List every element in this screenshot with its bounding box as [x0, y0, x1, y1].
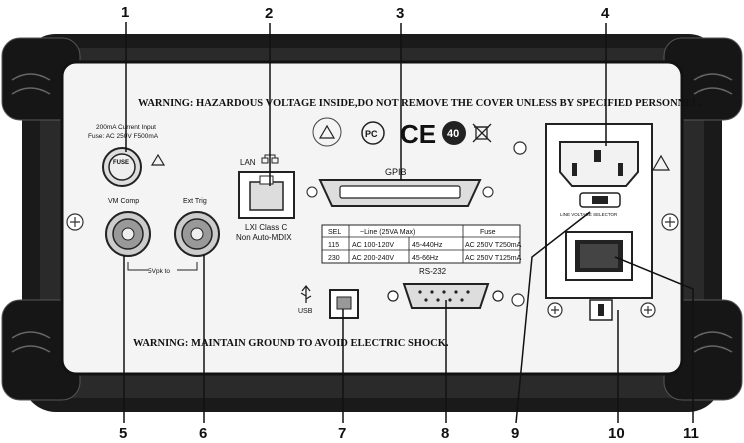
power-switch[interactable] [566, 232, 632, 280]
callout-8: 8 [441, 425, 449, 442]
lxi-mdix-label: Non Auto-MDIX [236, 233, 292, 242]
rs232-label: RS-232 [419, 267, 447, 276]
svg-text:PC: PC [365, 129, 378, 139]
table-cell: AC 100-120V [352, 242, 394, 249]
table-cell: AC 250V T125mA [465, 255, 522, 262]
table-cell: AC 200-240V [352, 255, 394, 262]
power-spec-table: SEL ~Line (25VA Max) Fuse 115 AC 100-120… [322, 225, 522, 263]
table-cell: 230 [328, 255, 340, 262]
callout-5: 5 [119, 425, 127, 442]
table-cell: 45-440Hz [412, 242, 443, 249]
callout-6: 6 [199, 425, 207, 442]
callout-4: 4 [601, 5, 610, 22]
ext-trig-label: Ext Trig [183, 198, 207, 205]
warning-top: WARNING: HAZARDOUS VOLTAGE INSIDE,DO NOT… [138, 98, 702, 109]
callout-9: 9 [511, 425, 519, 442]
table-header-fuse: Fuse [480, 229, 496, 236]
small-switch[interactable] [590, 300, 612, 320]
lan-label: LAN [240, 158, 256, 167]
callout-2: 2 [265, 5, 273, 22]
table-header-sel: SEL [328, 229, 341, 236]
callout-1: 1 [121, 4, 129, 21]
gpib-label: GPIB [385, 167, 407, 177]
svg-text:40: 40 [447, 128, 459, 140]
callout-11: 11 [683, 425, 699, 442]
fuse-label-line2: Fuse: AC 250V F500mA [88, 133, 159, 140]
callout-10: 10 [608, 425, 625, 442]
ce-mark-icon: CE [400, 119, 436, 149]
ac-power-inlet[interactable] [560, 142, 638, 186]
callout-3: 3 [396, 5, 404, 22]
table-cell: 115 [328, 242, 339, 249]
lxi-class-label: LXI Class C [245, 223, 287, 232]
callout-7: 7 [338, 425, 346, 442]
table-cell: AC 250V T250mA [465, 242, 522, 249]
vm-comp-label: VM Comp [108, 198, 139, 205]
table-cell: 45-66Hz [412, 255, 439, 262]
fuse-cap-text: FUSE [113, 160, 129, 166]
table-header-line: ~Line (25VA Max) [360, 229, 415, 236]
warning-bottom: WARNING: MAINTAIN GROUND TO AVOID ELECTR… [133, 338, 449, 349]
bnc-voltage-note: 5Vpk to [148, 268, 170, 275]
usb-label: USB [298, 308, 313, 315]
